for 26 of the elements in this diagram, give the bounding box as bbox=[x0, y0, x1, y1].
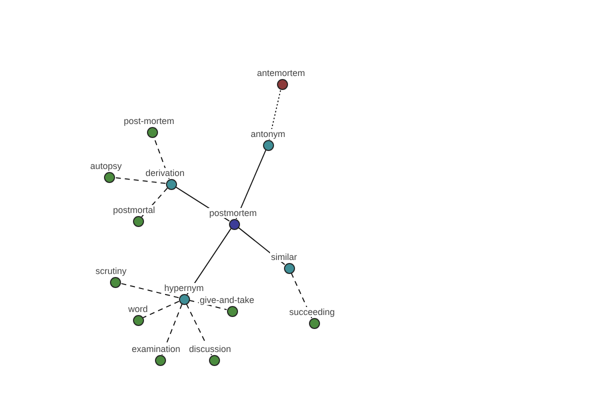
node-label: post-mortem bbox=[122, 116, 176, 126]
dashed-connector bbox=[186, 303, 212, 356]
node-label: examination bbox=[130, 344, 182, 354]
dashed-connector bbox=[114, 177, 166, 184]
dashed-connector bbox=[290, 272, 312, 318]
node-label: give-and-take bbox=[198, 294, 256, 304]
node-label: antemortem bbox=[256, 68, 306, 78]
node-label: derivation bbox=[144, 168, 186, 178]
dashed-connector bbox=[141, 188, 168, 218]
dashed-connector bbox=[142, 300, 180, 318]
dashed-connector bbox=[188, 300, 228, 310]
dashed-connector bbox=[162, 304, 182, 356]
node-label: autopsy bbox=[89, 160, 123, 170]
node-label: hypernym bbox=[163, 282, 205, 292]
node-label: postmortal bbox=[112, 204, 156, 214]
node-label: succeeding bbox=[288, 306, 336, 316]
node-label: postmortem bbox=[208, 208, 258, 218]
node-label: similar bbox=[270, 252, 298, 262]
node-label: antonym bbox=[250, 128, 286, 138]
connector-line bbox=[186, 228, 232, 295]
dashed-connector bbox=[120, 282, 180, 298]
connector-line bbox=[236, 150, 266, 220]
dashed-connector bbox=[268, 88, 282, 140]
node-label: word bbox=[127, 304, 149, 314]
node-label: scrutiny bbox=[94, 266, 128, 276]
node-label: discussion bbox=[188, 344, 232, 354]
